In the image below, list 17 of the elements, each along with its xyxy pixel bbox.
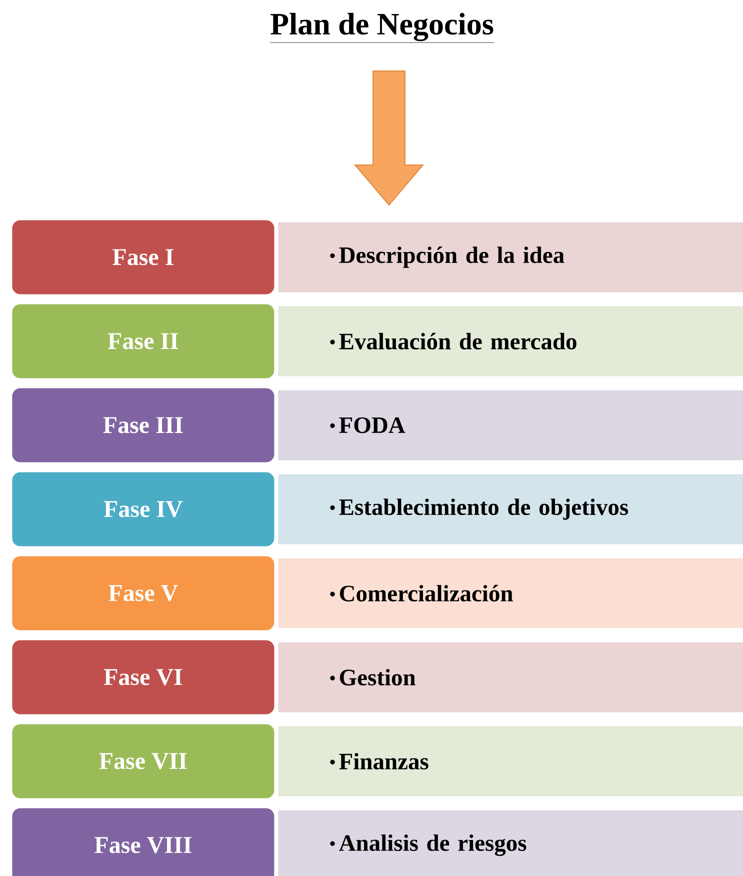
phase-box: Fase IV	[12, 472, 274, 546]
phase-box: Fase II	[12, 304, 274, 378]
description-box: Descripción de la idea	[278, 222, 743, 292]
description-box: Finanzas	[278, 726, 743, 796]
description-box: Evaluación de mercado	[278, 306, 743, 376]
description-box: Comercialización	[278, 558, 743, 628]
description-box: FODA	[278, 390, 743, 460]
phase-box: Fase VII	[12, 724, 274, 798]
phase-box: Fase V	[12, 556, 274, 630]
phase-box: Fase III	[12, 388, 274, 462]
description-box: Gestion	[278, 642, 743, 712]
description-box: Analisis de riesgos	[278, 810, 743, 876]
description-box: Establecimiento de objetivos	[278, 474, 743, 544]
phase-box: Fase I	[12, 220, 274, 294]
phase-box: Fase VIII	[12, 808, 274, 876]
title: Plan de Negocios	[270, 12, 494, 43]
phase-box: Fase VI	[12, 640, 274, 714]
